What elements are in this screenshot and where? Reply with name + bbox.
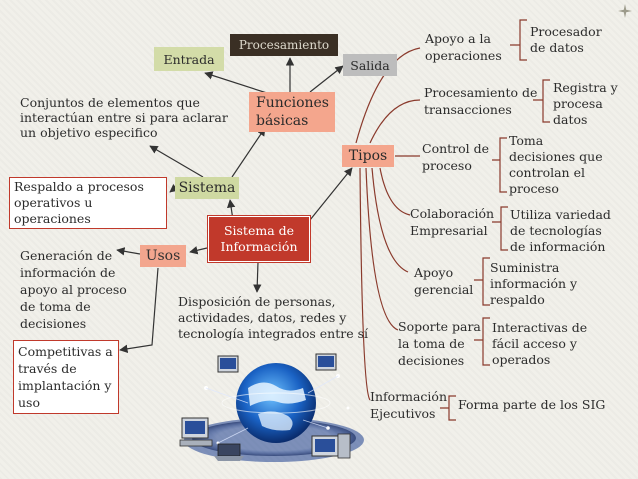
type-label-0[interactable]: Apoyo a la operaciones xyxy=(425,30,502,64)
entrada-node[interactable]: Entrada xyxy=(154,47,224,71)
type-label-line: Empresarial xyxy=(410,223,488,238)
type-description-line: de datos xyxy=(530,40,584,55)
computer-icon xyxy=(179,417,213,447)
link-tipos-informacion xyxy=(359,167,371,401)
type-label-line: Colaboración xyxy=(410,206,495,221)
type-label-1[interactable]: Procesamiento de transacciones xyxy=(424,84,537,118)
type-description-line: Procesador xyxy=(530,24,602,39)
arrow-sistema-conjuntos xyxy=(149,145,204,178)
link-tipos-apoyo-gerencial xyxy=(371,167,409,273)
disposicion-text: Disposición de personas,actividades, dat… xyxy=(178,294,368,341)
type-description-line: Interactivas de xyxy=(492,320,588,335)
bracket-registra xyxy=(533,79,550,123)
center-line-2: Información xyxy=(220,239,298,254)
computer-icon xyxy=(311,433,351,459)
bracket-suministra xyxy=(474,257,490,306)
center-node-sistema-informacion[interactable]: Sistema de Información xyxy=(208,216,310,262)
type-label-2[interactable]: Control de proceso xyxy=(422,140,489,174)
type-label-line: operaciones xyxy=(425,48,502,63)
bracket-forma xyxy=(440,395,456,421)
type-description-line: respaldo xyxy=(490,292,545,307)
type-description-line: Registra y xyxy=(553,80,618,95)
type-description-line: Suministra xyxy=(490,260,560,275)
bracket-utiliza xyxy=(492,206,508,251)
arrow-usos-generacion xyxy=(116,247,141,256)
center-line-1: Sistema de xyxy=(223,223,295,238)
type-label-line: Soporte para xyxy=(398,319,481,334)
slide-corner-icon xyxy=(618,4,632,18)
type-description-6: Forma parte de los SIG xyxy=(458,397,605,413)
type-description-line: controlan el xyxy=(509,165,585,180)
type-description-line: información y xyxy=(490,276,578,291)
type-label-line: Ejecutivos xyxy=(370,406,436,421)
salida-node[interactable]: Salida xyxy=(343,54,397,76)
link-tipos-procesamiento xyxy=(369,99,421,144)
type-label-line: Apoyo xyxy=(414,265,454,280)
type-description-line: Toma xyxy=(509,133,544,148)
type-label-line: Información xyxy=(370,389,447,404)
usos-node[interactable]: Usos xyxy=(140,245,186,267)
arrow-sistema-funciones xyxy=(231,127,266,178)
globe-network-illustration xyxy=(179,353,364,462)
type-label-line: gerencial xyxy=(414,282,474,297)
type-description-line: datos xyxy=(553,112,588,127)
arrow-sistema-respaldo xyxy=(169,183,179,193)
type-description-line: Forma parte de los SIG xyxy=(458,397,606,412)
arrow-funciones-entrada xyxy=(204,71,271,95)
bracket-procesador xyxy=(510,19,527,61)
sistema-node[interactable]: Sistema xyxy=(175,177,239,199)
type-description-line: procesa xyxy=(553,96,603,111)
type-description-line: de información xyxy=(510,239,606,254)
arrow-usos-competitivas xyxy=(119,267,159,353)
type-label-line: Control de xyxy=(422,141,490,156)
type-label-line: Apoyo a la xyxy=(425,31,491,46)
computer-icon xyxy=(217,355,239,373)
type-description-line: decisiones que xyxy=(509,149,603,164)
link-tipos-colaboracion xyxy=(379,167,411,216)
type-description-line: operados xyxy=(492,352,551,367)
type-label-5[interactable]: Soporte para la toma de decisiones xyxy=(398,318,481,369)
computer-icon xyxy=(315,353,337,371)
type-label-4[interactable]: Apoyo gerencial xyxy=(414,264,473,298)
type-label-line: decisiones xyxy=(398,353,465,368)
funciones-line-1: Funciones xyxy=(256,95,329,111)
arrow-to-usos xyxy=(189,246,208,255)
type-description-line: fácil acceso y xyxy=(492,336,577,351)
funciones-line-2: básicas xyxy=(256,113,309,129)
arrow-funciones-salida xyxy=(309,65,344,93)
arrow-to-disposicion xyxy=(253,261,262,293)
tipos-node[interactable]: Tipos xyxy=(342,145,394,167)
link-tipos-soporte xyxy=(365,167,399,331)
type-label-line: transacciones xyxy=(424,102,512,117)
type-description-line: proceso xyxy=(509,181,559,196)
type-label-line: la toma de xyxy=(398,336,465,351)
bracket-toma xyxy=(492,137,507,193)
laptop-icon xyxy=(214,443,244,461)
type-label-line: Procesamiento de xyxy=(424,85,538,100)
bracket-interactivas xyxy=(474,317,490,366)
type-description-line: de tecnologías xyxy=(510,223,602,238)
arrow-to-tipos xyxy=(309,167,353,221)
type-description-line: Utiliza variedad xyxy=(510,207,611,222)
type-label-line: proceso xyxy=(422,158,472,173)
funciones-basicas-node[interactable]: Funciones básicas xyxy=(249,92,335,132)
procesamiento-node[interactable]: Procesamiento xyxy=(230,34,338,56)
